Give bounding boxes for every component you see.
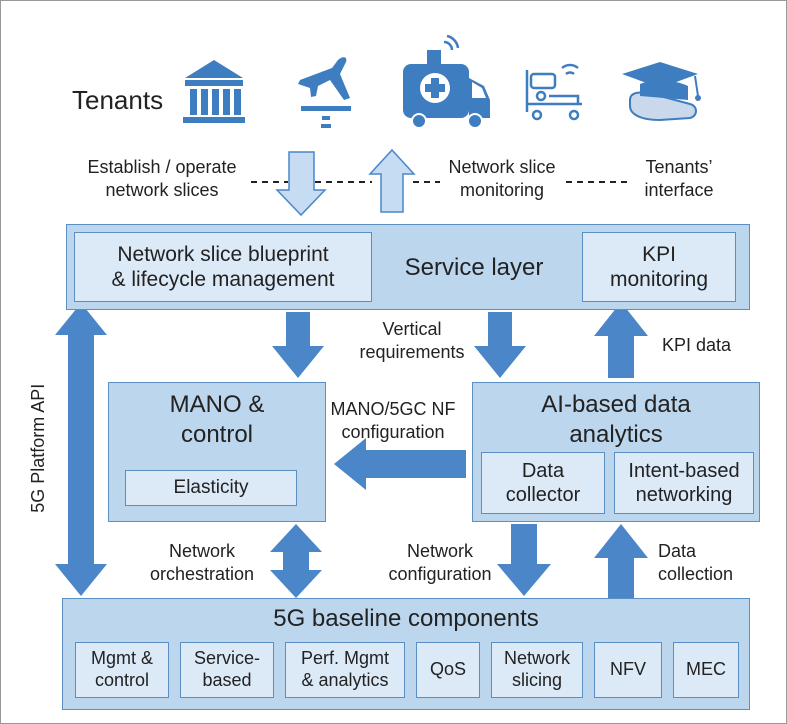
graduation-cap-icon (622, 62, 701, 122)
ibn-line2: networking (635, 484, 733, 506)
vertical-req-arrow-left (272, 312, 324, 378)
mano-config-label: MANO/5GC NF configuration (318, 398, 468, 443)
comp-line2: based (202, 670, 252, 690)
component-service-based: Service-based (180, 642, 274, 698)
net-cfg-line2: configuration (388, 563, 492, 584)
data-coll-line1: Data (658, 541, 697, 561)
monitoring-line2: monitoring (459, 179, 545, 200)
tenants-label: Tenants (72, 85, 164, 115)
mano-cfg-line2: configuration (341, 421, 445, 442)
comp-line2: & analytics (301, 670, 389, 690)
ibn-line1: Intent-based (628, 460, 740, 482)
tenants-if-line1: Tenants’ (645, 157, 713, 177)
kpi-data-label: KPI data (662, 335, 732, 355)
net-orch-line1: Network (168, 541, 235, 561)
data-coll-line2: collection (658, 563, 734, 584)
analytics-title-line1: AI-based data (541, 391, 691, 418)
vertical-line1: Vertical (382, 319, 442, 339)
comp-line1: Mgmt & (90, 648, 153, 669)
ambulance-icon (403, 34, 490, 129)
network-orchestration-label: Network orchestration (140, 540, 264, 585)
mano-title-line1: MANO & (169, 391, 265, 418)
component-mec: MEC (673, 642, 739, 698)
data-collection-arrow (594, 524, 648, 598)
kpi-data-arrow (594, 302, 648, 378)
comp-line1: MEC (686, 659, 726, 680)
establish-line2: network slices (105, 179, 219, 200)
comp-line2: slicing (511, 670, 562, 690)
collector-line2: collector (505, 484, 581, 506)
mano-cfg-line1: MANO/5GC NF (330, 399, 456, 419)
establish-label: Establish / operate network slices (68, 156, 256, 201)
comp-line1: NFV (610, 659, 646, 680)
net-cfg-line1: Network (406, 541, 473, 561)
comp-line1: Perf. Mgmt (300, 648, 389, 669)
hospital-bed-icon (525, 63, 582, 121)
vertical-requirements-label: Vertical requirements (352, 318, 472, 363)
comp-line1: Network (503, 648, 570, 669)
mano-title: MANO & control (108, 390, 326, 450)
platform-api-label: 5G Platform API (27, 383, 48, 513)
platform-api-arrow (55, 303, 107, 596)
vertical-req-arrow-right (474, 312, 526, 378)
comp-line1: Service- (193, 648, 260, 669)
kpi-line1: KPI (642, 242, 676, 266)
comp-line2: control (94, 670, 149, 690)
airplane-icon (298, 57, 351, 128)
net-orch-line2: orchestration (149, 563, 255, 584)
kpi-line2: monitoring (609, 268, 709, 291)
mano-title-line2: control (180, 421, 254, 448)
tenants-if-line2: interface (644, 179, 714, 200)
blueprint-box: Network slice blueprint & lifecycle mana… (74, 232, 372, 302)
service-layer-title: Service layer (404, 254, 544, 281)
component-qos: QoS (416, 642, 480, 698)
network-configuration-label: Network configuration (378, 540, 502, 585)
collector-line1: Data (521, 460, 565, 482)
monitoring-label: Network slice monitoring (432, 156, 572, 201)
elasticity-box: Elasticity (125, 470, 297, 506)
analytics-title-line2: analytics (569, 421, 663, 448)
data-collection-label: Data collection (658, 540, 748, 585)
component-nfv: NFV (594, 642, 662, 698)
analytics-title: AI-based data analytics (472, 390, 760, 450)
vertical-line2: requirements (359, 341, 465, 362)
intent-based-networking-box: Intent-based networking (614, 452, 754, 514)
establish-line1: Establish / operate (87, 157, 237, 177)
blueprint-line2: & lifecycle management (111, 268, 335, 291)
tenants-interface-label: Tenants’ interface (624, 156, 734, 201)
monitoring-arrow (368, 148, 416, 213)
mano-config-arrow (334, 438, 466, 490)
data-collector-box: Data collector (481, 452, 605, 514)
net-config-arrow (497, 524, 551, 596)
kpi-monitoring-box: KPI monitoring (582, 232, 736, 302)
blueprint-line1: Network slice blueprint (117, 242, 329, 266)
institution-icon (183, 60, 245, 123)
component-mgmt-control: Mgmt &control (75, 642, 169, 698)
component-perf-mgmt: Perf. Mgmt& analytics (285, 642, 405, 698)
monitoring-line1: Network slice (448, 157, 556, 177)
establish-arrow (275, 151, 327, 217)
baseline-title: 5G baseline components (273, 605, 539, 632)
orchestration-arrow (270, 524, 322, 598)
comp-line1: QoS (429, 659, 467, 680)
